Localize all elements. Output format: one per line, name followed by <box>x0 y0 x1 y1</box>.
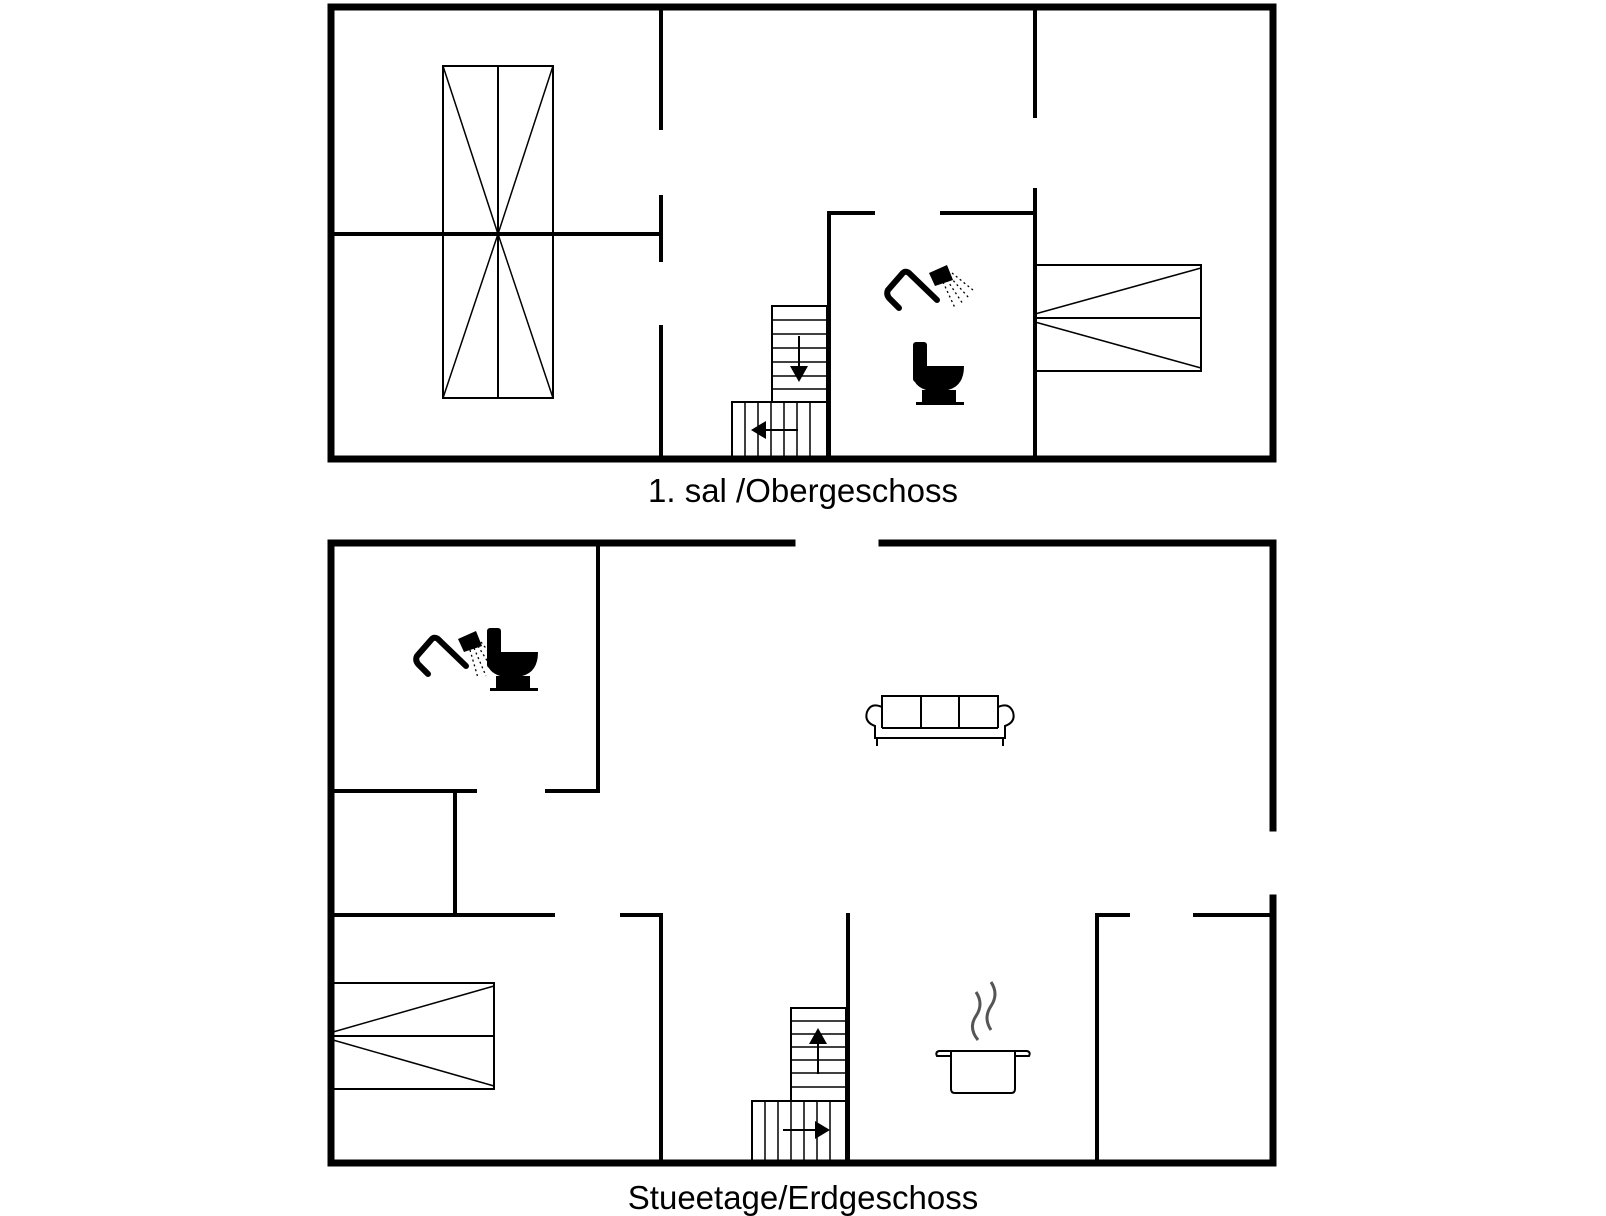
cooking-pot-icon <box>935 981 1031 1094</box>
sofa-icon <box>865 695 1015 746</box>
toilet-icon <box>487 628 538 691</box>
bed-icon <box>332 982 495 1090</box>
bed-icon <box>442 65 554 399</box>
upper-floor-label: 1. sal /Obergeschoss <box>648 472 958 509</box>
staircase-icon <box>751 1007 847 1162</box>
ground-floor <box>327 539 1277 1167</box>
ground-floor-label: Stueetage/Erdgeschoss <box>627 1179 979 1216</box>
staircase-icon <box>731 305 828 458</box>
shower-icon <box>884 265 974 311</box>
toilet-icon <box>913 342 964 405</box>
ground-floor-outer-wall <box>327 539 1277 1167</box>
bed-icon <box>1034 264 1202 372</box>
upper-floor-interior-walls <box>333 9 1037 457</box>
upper-floor <box>327 3 1277 463</box>
ground-floor-interior-walls <box>333 545 1271 1161</box>
upper-floor-outer-wall <box>327 3 1277 463</box>
